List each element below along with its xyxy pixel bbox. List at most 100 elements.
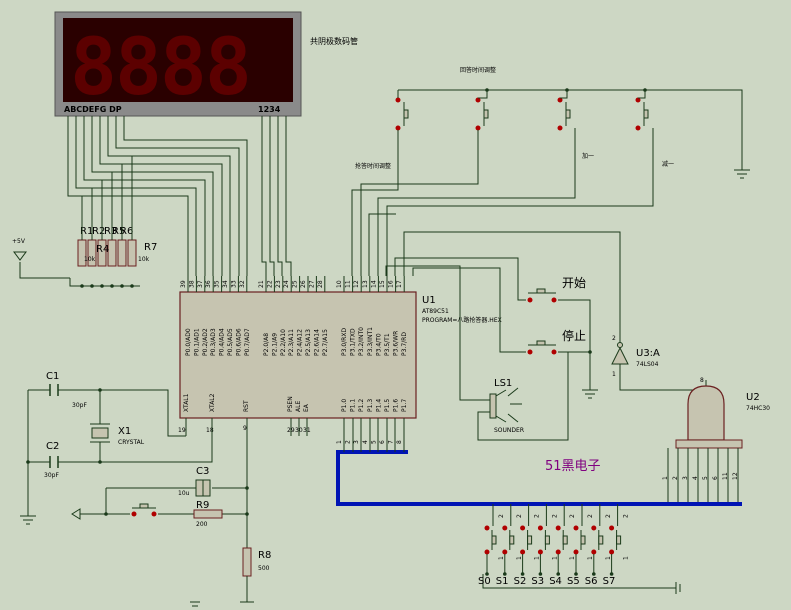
switch-pin-bottom <box>609 549 615 555</box>
switch-label: S2 <box>514 576 527 587</box>
mcu-part: AT89C51 <box>422 308 449 315</box>
mcu-u1: U1 AT89C51 PROGRAM=八路抢答器.HEX <box>179 291 502 419</box>
mcu-p3-num-7: 17 <box>396 280 403 288</box>
switch-pin-num-2: 2 <box>587 514 594 518</box>
mcu-program: PROGRAM=八路抢答器.HEX <box>422 316 502 324</box>
mcu-p1-pin-0: P1.0 <box>341 399 348 412</box>
mcu-p3-num-3: 13 <box>362 280 369 288</box>
mcu-p2-num-2: 23 <box>275 280 282 288</box>
c3-value: 10u <box>178 490 190 497</box>
crystal-circuit: C1 30pF C2 30pF X1 CRYSTAL <box>20 371 213 525</box>
switch-pin-bottom <box>555 549 561 555</box>
u2-pin-5: 5 <box>702 476 709 480</box>
xtal1-label: XTAL1 <box>183 393 190 412</box>
start-label: 开始 <box>562 276 586 290</box>
switch-pin-top <box>609 525 615 531</box>
r4-ref: R4 <box>96 244 109 255</box>
button-answer-time <box>351 90 409 276</box>
switch-pin-top <box>520 525 526 531</box>
switch-pin-bottom <box>537 549 543 555</box>
c1-value: 30pF <box>72 402 87 409</box>
u2-pin-4: 4 <box>692 476 699 480</box>
r8-ref: R8 <box>258 550 271 561</box>
mcu-p3-num-1: 11 <box>345 280 352 288</box>
switch-pin-num-1: 1 <box>534 556 541 560</box>
switch-pin-bottom <box>573 549 579 555</box>
switch-label: S4 <box>549 576 562 587</box>
mcu-p2-num-3: 24 <box>283 280 290 288</box>
r-value: 10k <box>84 256 96 263</box>
mcu-p0-num-1: 38 <box>188 280 195 288</box>
mcu-p1-num-6: 7 <box>388 440 395 444</box>
display-segment-label: ABCDEFG DP <box>64 105 122 114</box>
stop-label: 停止 <box>562 328 586 343</box>
mcu-p0-num-7: 32 <box>239 280 246 288</box>
mcu-p2-num-5: 26 <box>300 280 307 288</box>
switch-actuator <box>527 535 533 545</box>
mcu-p3-num-6: 16 <box>388 280 395 288</box>
mcu-p1-num-0: 1 <box>336 440 343 444</box>
switch-pin-bottom <box>502 549 508 555</box>
mcu-p3-pin-0: P3.0/RXD <box>341 328 348 356</box>
switch-pin-num-1: 1 <box>498 556 505 560</box>
resistor-pack: +5V R1 R2 R3 R4 R5 R6 R7 10k 10k <box>12 156 157 288</box>
mcu-p2-pin-4: P2.4/A12 <box>297 329 304 356</box>
mcu-p1-num-4: 5 <box>370 440 377 444</box>
u2-pin-6: 6 <box>712 476 719 480</box>
u3-ref: U3:A <box>636 348 660 359</box>
vcc-label: +5V <box>12 238 26 245</box>
r7-ref: R7 <box>144 242 157 253</box>
r9-value: 200 <box>196 521 208 528</box>
u2-ref: U2 <box>746 392 760 403</box>
switch-pin-num-1: 1 <box>569 556 576 560</box>
mcu-p0-pin-5: P0.5/AD5 <box>227 328 234 356</box>
switch-pin-num-1: 1 <box>551 556 558 560</box>
switch-pin-top <box>591 525 597 531</box>
mcu-p3-pin-5: P3.5/T1 <box>384 333 391 356</box>
mcu-p1-pin-3: P1.3 <box>367 399 374 412</box>
switch-pin-num-1: 1 <box>605 556 612 560</box>
xtal2-num: 18 <box>206 427 214 434</box>
mcu-p3-pin-7: P3.7/RD <box>401 332 408 356</box>
switch-pin-bottom <box>520 549 526 555</box>
xtal2-label: XTAL2 <box>209 393 216 412</box>
switch-pin-num-2: 2 <box>534 514 541 518</box>
start-stop-buttons: 开始 停止 <box>394 231 621 399</box>
button-minus-one <box>386 90 654 276</box>
mcu-p2-pin-1: P2.1/A9 <box>271 333 278 356</box>
c2-value: 30pF <box>44 472 59 479</box>
display-caption: 共阴极数码管 <box>310 36 358 46</box>
display-digits: 8888 <box>70 23 250 113</box>
time-adjust-buttons: 回答时间调整 抢答时间调整 加一 减一 <box>351 66 750 276</box>
minus-one-label: 减一 <box>662 160 674 168</box>
button-plus-one <box>377 90 576 276</box>
switch-pin-top <box>573 525 579 531</box>
switch-actuator <box>491 535 497 545</box>
mcu-p0-pin-0: P0.0/AD0 <box>185 328 192 356</box>
switch-label: S6 <box>585 576 598 587</box>
mcu-p2-pin-3: P2.3/A11 <box>288 329 295 356</box>
ls1-value: SOUNDER <box>494 427 524 434</box>
switch-pin-top <box>502 525 508 531</box>
switch-pin-bottom <box>484 549 490 555</box>
mcu-p0-num-2: 37 <box>197 280 204 288</box>
u2-pin-11: 11 <box>722 472 729 480</box>
mcu-p0-pin-6: P0.6/AD6 <box>235 328 242 356</box>
mcu-p2-num-6: 27 <box>308 280 315 288</box>
switch-actuator <box>616 535 622 545</box>
answer-time-label: 回答时间调整 <box>460 66 496 74</box>
mcu-p2-pin-2: P2.2/A10 <box>280 329 287 356</box>
mcu-p2-pin-7: P2.7/A15 <box>322 329 329 356</box>
switch-junction <box>574 572 578 576</box>
switch-junction <box>503 572 507 576</box>
mcu-p3-pin-4: P3.4/T0 <box>375 333 382 356</box>
switch-pin-top <box>484 525 490 531</box>
mcu-p3-num-0: 10 <box>336 280 343 288</box>
switch-pin-num-2: 2 <box>516 514 523 518</box>
r1-ref: R1 <box>80 226 93 237</box>
switch-actuator <box>509 535 515 545</box>
